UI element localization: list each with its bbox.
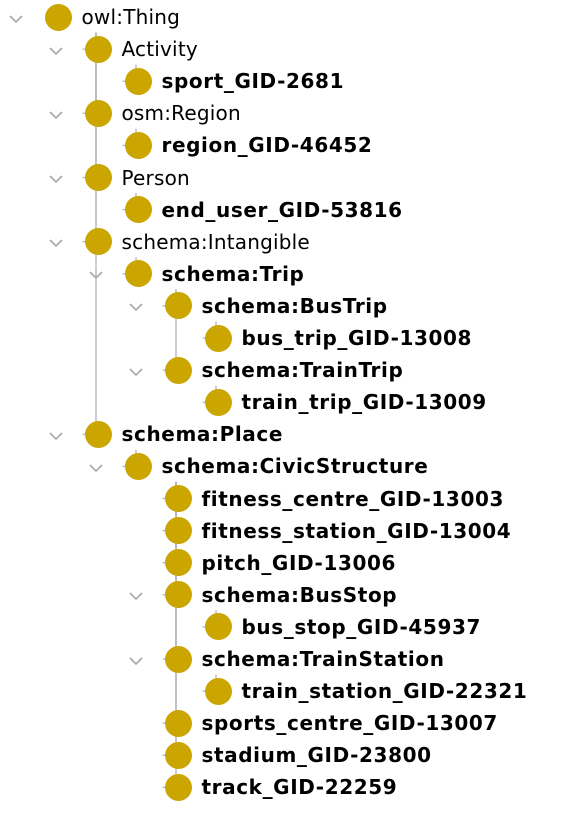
chevron-down-icon[interactable] xyxy=(127,588,145,606)
class-circle-icon xyxy=(84,35,112,63)
tree-node-label: schema:CivicStructure xyxy=(161,454,429,479)
class-circle-icon xyxy=(84,164,112,191)
tree-node-label: schema:BusTrip xyxy=(201,293,388,318)
tree-node-label: track_GID-22259 xyxy=(201,775,398,800)
tree-node[interactable]: track_GID-22259 xyxy=(164,771,398,803)
tree-node-label: sport_GID-2681 xyxy=(161,69,345,94)
tree-node-label: schema:Place xyxy=(121,422,284,447)
class-circle-icon xyxy=(124,260,152,288)
tree-node[interactable]: schema:CivicStructure xyxy=(88,450,429,482)
tree-node-label: train_station_GID-22321 xyxy=(241,679,528,704)
class-circle-icon xyxy=(84,420,112,448)
chevron-down-icon[interactable] xyxy=(47,427,65,445)
class-circle-icon xyxy=(164,517,192,545)
class-circle-icon xyxy=(164,485,192,512)
tree-node[interactable]: sport_GID-2681 xyxy=(124,65,345,97)
class-circle-icon xyxy=(164,581,192,609)
tree-node-label: Activity xyxy=(121,37,198,62)
tree-node[interactable]: Person xyxy=(48,162,190,194)
class-circle-icon xyxy=(164,645,192,673)
tree-node-label: bus_stop_GID-45937 xyxy=(241,614,481,639)
tree-node[interactable]: end_user_GID-53816 xyxy=(124,194,403,226)
chevron-down-icon[interactable] xyxy=(47,42,65,60)
tree-node-label: train_trip_GID-13009 xyxy=(241,390,487,415)
chevron-down-icon[interactable] xyxy=(7,10,25,28)
tree-node[interactable]: pitch_GID-13006 xyxy=(164,547,397,579)
tree-node[interactable]: schema:Trip xyxy=(88,258,305,290)
class-circle-icon xyxy=(164,549,192,577)
chevron-down-icon[interactable] xyxy=(127,652,145,670)
tree-node[interactable]: Activity xyxy=(48,33,198,65)
tree-node[interactable]: sports_centre_GID-13007 xyxy=(164,707,498,739)
tree-node-label: owl:Thing xyxy=(81,5,181,29)
chevron-down-icon[interactable] xyxy=(127,363,145,381)
tree-node[interactable]: schema:BusStop xyxy=(128,579,398,611)
tree-node[interactable]: schema:TrainStation xyxy=(128,643,445,675)
class-circle-icon xyxy=(164,709,192,737)
tree-node-label: schema:Intangible xyxy=(121,229,310,254)
tree-node-label: region_GID-46452 xyxy=(161,133,373,158)
class-circle-icon xyxy=(164,741,192,769)
chevron-down-icon[interactable] xyxy=(87,267,105,285)
tree-node[interactable]: schema:Place xyxy=(48,418,284,450)
tree-node-label: schema:TrainTrip xyxy=(201,358,404,383)
tree-node-label: schema:Trip xyxy=(161,261,305,286)
class-circle-icon xyxy=(84,99,112,127)
chevron-down-icon[interactable] xyxy=(127,299,145,317)
tree-node[interactable]: owl:Thing xyxy=(8,1,181,33)
class-circle-icon xyxy=(204,388,232,416)
tree-node[interactable]: fitness_centre_GID-13003 xyxy=(164,483,505,515)
tree-node[interactable]: train_trip_GID-13009 xyxy=(204,386,487,418)
tree-node-label: osm:Region xyxy=(121,101,241,126)
tree-node[interactable]: stadium_GID-23800 xyxy=(164,739,432,771)
class-circle-icon xyxy=(124,131,152,159)
tree-node-label: stadium_GID-23800 xyxy=(201,743,432,768)
class-circle-icon xyxy=(164,292,192,320)
tree-node-label: pitch_GID-13006 xyxy=(201,550,397,575)
tree-node[interactable]: schema:Intangible xyxy=(48,226,310,258)
chevron-down-icon[interactable] xyxy=(47,235,65,253)
class-circle-icon xyxy=(204,677,232,705)
tree-node[interactable]: bus_trip_GID-13008 xyxy=(204,322,473,354)
tree-node-label: schema:TrainStation xyxy=(201,647,445,671)
tree-node[interactable]: fitness_station_GID-13004 xyxy=(164,515,512,547)
class-circle-icon xyxy=(124,452,152,480)
tree-node-label: Person xyxy=(121,165,190,190)
class-circle-icon xyxy=(124,196,152,224)
tree-node-label: fitness_station_GID-13004 xyxy=(201,518,512,543)
tree-node[interactable]: schema:BusTrip xyxy=(128,290,388,322)
class-circle-icon xyxy=(204,613,232,641)
class-circle-icon xyxy=(164,356,192,384)
class-circle-icon xyxy=(84,228,112,256)
tree-node-label: end_user_GID-53816 xyxy=(161,197,403,222)
tree-node[interactable]: osm:Region xyxy=(48,97,241,129)
tree-node[interactable]: bus_stop_GID-45937 xyxy=(204,611,482,643)
tree-node[interactable]: train_station_GID-22321 xyxy=(204,675,528,707)
tree-node-label: sports_centre_GID-13007 xyxy=(201,711,498,736)
class-circle-icon xyxy=(124,67,152,95)
class-circle-icon xyxy=(204,324,232,352)
tree-node[interactable]: region_GID-46452 xyxy=(124,129,373,161)
chevron-down-icon[interactable] xyxy=(47,171,65,189)
tree-node-label: bus_trip_GID-13008 xyxy=(241,326,473,350)
chevron-down-icon[interactable] xyxy=(47,106,65,124)
tree-node[interactable]: schema:TrainTrip xyxy=(128,354,404,386)
class-circle-icon xyxy=(164,773,192,801)
class-circle-icon xyxy=(44,3,72,31)
tree-node-label: schema:BusStop xyxy=(201,582,398,607)
chevron-down-icon[interactable] xyxy=(87,459,105,477)
tree-node-label: fitness_centre_GID-13003 xyxy=(201,486,504,511)
